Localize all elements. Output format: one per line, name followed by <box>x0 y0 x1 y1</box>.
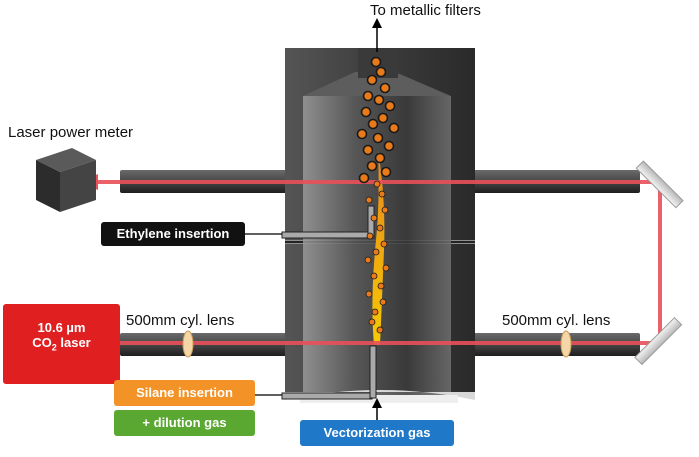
particle <box>370 56 382 68</box>
particle <box>356 128 368 140</box>
particle <box>373 94 385 106</box>
particle <box>367 118 379 130</box>
lens-right <box>560 330 572 358</box>
particle <box>376 326 384 334</box>
mirror-bottom-right <box>634 317 683 366</box>
lens-left <box>182 330 194 358</box>
particle <box>362 144 374 156</box>
ethylene-injector <box>281 231 373 239</box>
particle <box>381 206 389 214</box>
particle <box>380 240 388 248</box>
particle <box>384 100 396 112</box>
silane-injector <box>281 392 373 400</box>
particle <box>383 140 395 152</box>
ethylene-insertion-label: Ethylene insertion <box>116 226 230 241</box>
flame <box>372 150 385 345</box>
particle <box>377 282 385 290</box>
dilution-gas-label: + dilution gas <box>142 415 227 430</box>
particle <box>382 264 390 272</box>
dilution-gas-box: + dilution gas <box>114 410 255 436</box>
particle <box>374 152 386 164</box>
laser-wavelength: 10.6 µm <box>37 320 86 335</box>
laser-type: CO2 laser <box>32 335 91 353</box>
particle <box>379 298 387 306</box>
particle <box>366 160 378 172</box>
power-meter-label: Laser power meter <box>8 124 134 141</box>
particle <box>388 122 400 134</box>
particle <box>362 90 374 102</box>
particle <box>372 132 384 144</box>
particle <box>380 166 392 178</box>
outlet-label: To metallic filters <box>370 2 481 19</box>
vectorization-gas-label: Vectorization gas <box>323 425 431 440</box>
outlet-arrow-icon <box>372 18 382 28</box>
silane-insertion-box: Silane insertion <box>114 380 255 406</box>
particle <box>370 214 378 222</box>
particle <box>377 112 389 124</box>
power-meter <box>36 148 96 172</box>
ethylene-insertion-box: Ethylene insertion <box>101 222 245 246</box>
particle <box>358 172 370 184</box>
co2-laser-box: 10.6 µm CO2 laser <box>3 304 120 384</box>
particle <box>375 66 387 78</box>
vectorization-gas-box: Vectorization gas <box>300 420 454 446</box>
reactor-cone <box>303 72 451 96</box>
silane-insertion-label: Silane insertion <box>136 385 233 400</box>
particle <box>378 190 386 198</box>
particle <box>368 318 376 326</box>
particle <box>371 308 379 316</box>
particle <box>372 248 380 256</box>
particle <box>376 224 384 232</box>
vectorization-arrow-icon <box>372 398 382 408</box>
particle <box>370 272 378 280</box>
particle <box>364 256 372 264</box>
lens-right-label: 500mm cyl. lens <box>502 312 611 329</box>
particle <box>373 180 381 188</box>
particle <box>365 196 373 204</box>
lens-left-label: 500mm cyl. lens <box>126 312 235 329</box>
particle <box>366 74 378 86</box>
mirror-top-right <box>635 160 684 209</box>
nanoparticles <box>356 56 400 334</box>
particle <box>360 106 372 118</box>
particle <box>366 232 374 240</box>
particle <box>365 290 373 298</box>
particle <box>379 82 391 94</box>
